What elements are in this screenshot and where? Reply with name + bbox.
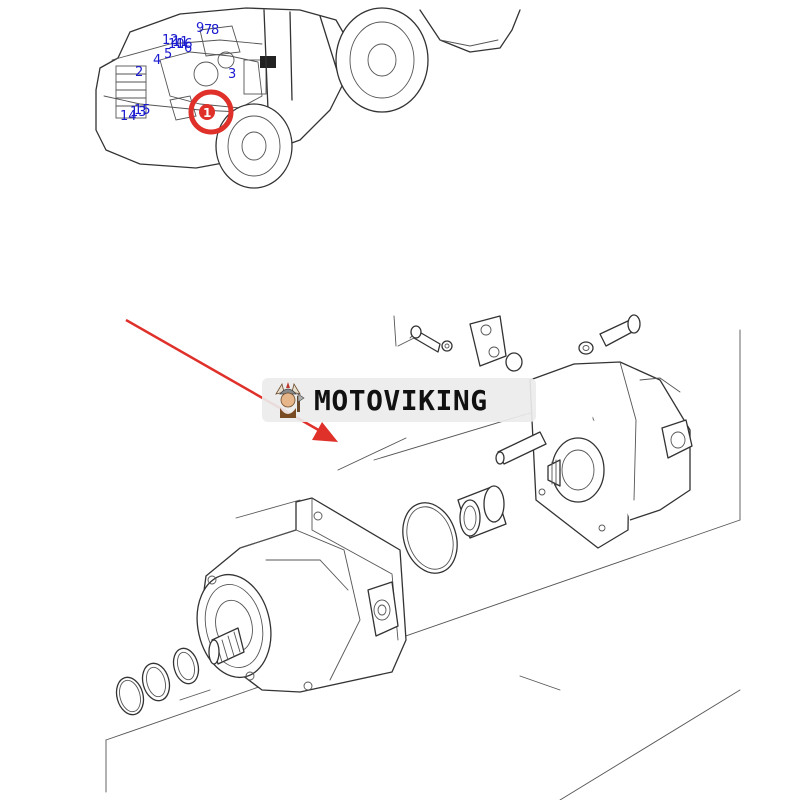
bolt-left <box>410 325 453 353</box>
brand-watermark: MOTOVIKING <box>262 378 536 422</box>
dowel-pin <box>495 431 547 465</box>
callout-9[interactable]: 9 <box>196 21 204 36</box>
callout-1[interactable]: 1 <box>203 106 211 120</box>
callout-12[interactable]: 12 <box>162 33 179 48</box>
callout-4[interactable]: 4 <box>153 53 161 68</box>
callout-2[interactable]: 2 <box>135 65 143 80</box>
callout-3[interactable]: 3 <box>228 67 236 82</box>
exploded-pump-diagram <box>105 314 741 800</box>
callout-5[interactable]: 5 <box>164 47 172 62</box>
callout-11[interactable]: 11 <box>172 35 189 50</box>
brand-name: MOTOVIKING <box>314 383 488 417</box>
o-ring-large <box>402 502 458 574</box>
front-pump-section <box>196 497 407 693</box>
wheel-loader-illustration: 9 7 8 12 10 11 16 6 5 4 2 3 14 13 15 1 <box>95 7 521 189</box>
rear-wheel <box>215 103 293 189</box>
callout-8[interactable]: 8 <box>211 23 219 38</box>
callout-7[interactable]: 7 <box>204 23 212 38</box>
bushing <box>457 485 507 539</box>
front-wheel <box>335 7 429 113</box>
callout-16[interactable]: 16 <box>176 37 193 52</box>
callout-15[interactable]: 15 <box>134 103 151 118</box>
o-ring-small <box>505 352 523 372</box>
callout-13[interactable]: 13 <box>130 105 147 120</box>
callout-6[interactable]: 6 <box>184 41 192 56</box>
selected-part-marker[interactable]: 1 <box>188 89 234 135</box>
bolt-right <box>578 314 641 355</box>
flange-plate <box>469 315 507 367</box>
callout-14[interactable]: 14 <box>120 109 137 124</box>
retaining-rings <box>115 647 200 716</box>
viking-mascot-icon <box>275 382 305 418</box>
radiator-grille <box>115 65 147 119</box>
rear-pump-section <box>529 361 693 549</box>
callout-10[interactable]: 10 <box>168 37 185 52</box>
